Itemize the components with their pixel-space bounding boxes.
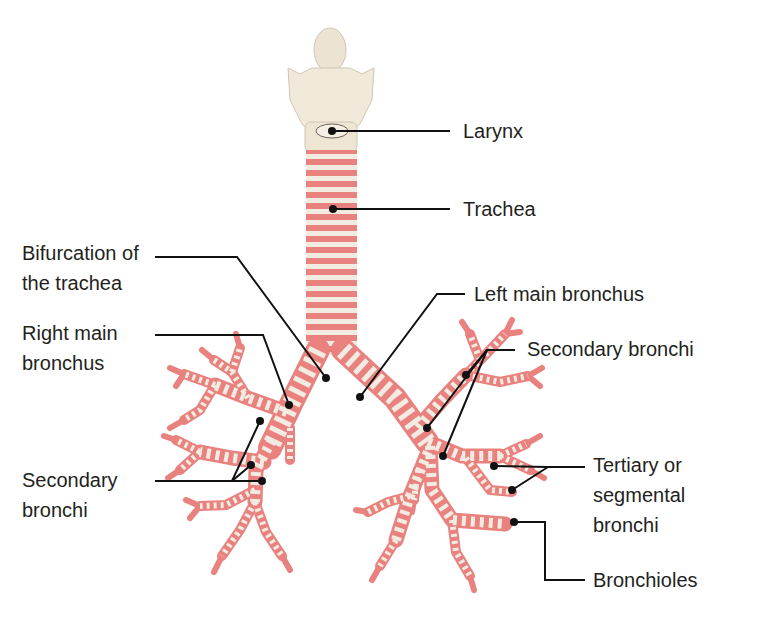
part-label: Trachea <box>463 194 536 224</box>
part-label: Right main bronchus <box>22 318 140 378</box>
leader-dots <box>247 127 518 526</box>
part-label: Tertiary or segmental bronchi <box>593 450 718 540</box>
part-label: Larynx <box>463 116 523 146</box>
part-label: Bifurcation of the trachea <box>22 238 157 298</box>
part-label: Secondary bronchi <box>527 334 694 364</box>
part-label: Secondary bronchi <box>22 465 134 525</box>
part-label: Bronchioles <box>593 565 698 595</box>
leader-lines <box>155 131 585 580</box>
part-label: Left main bronchus <box>474 279 644 309</box>
